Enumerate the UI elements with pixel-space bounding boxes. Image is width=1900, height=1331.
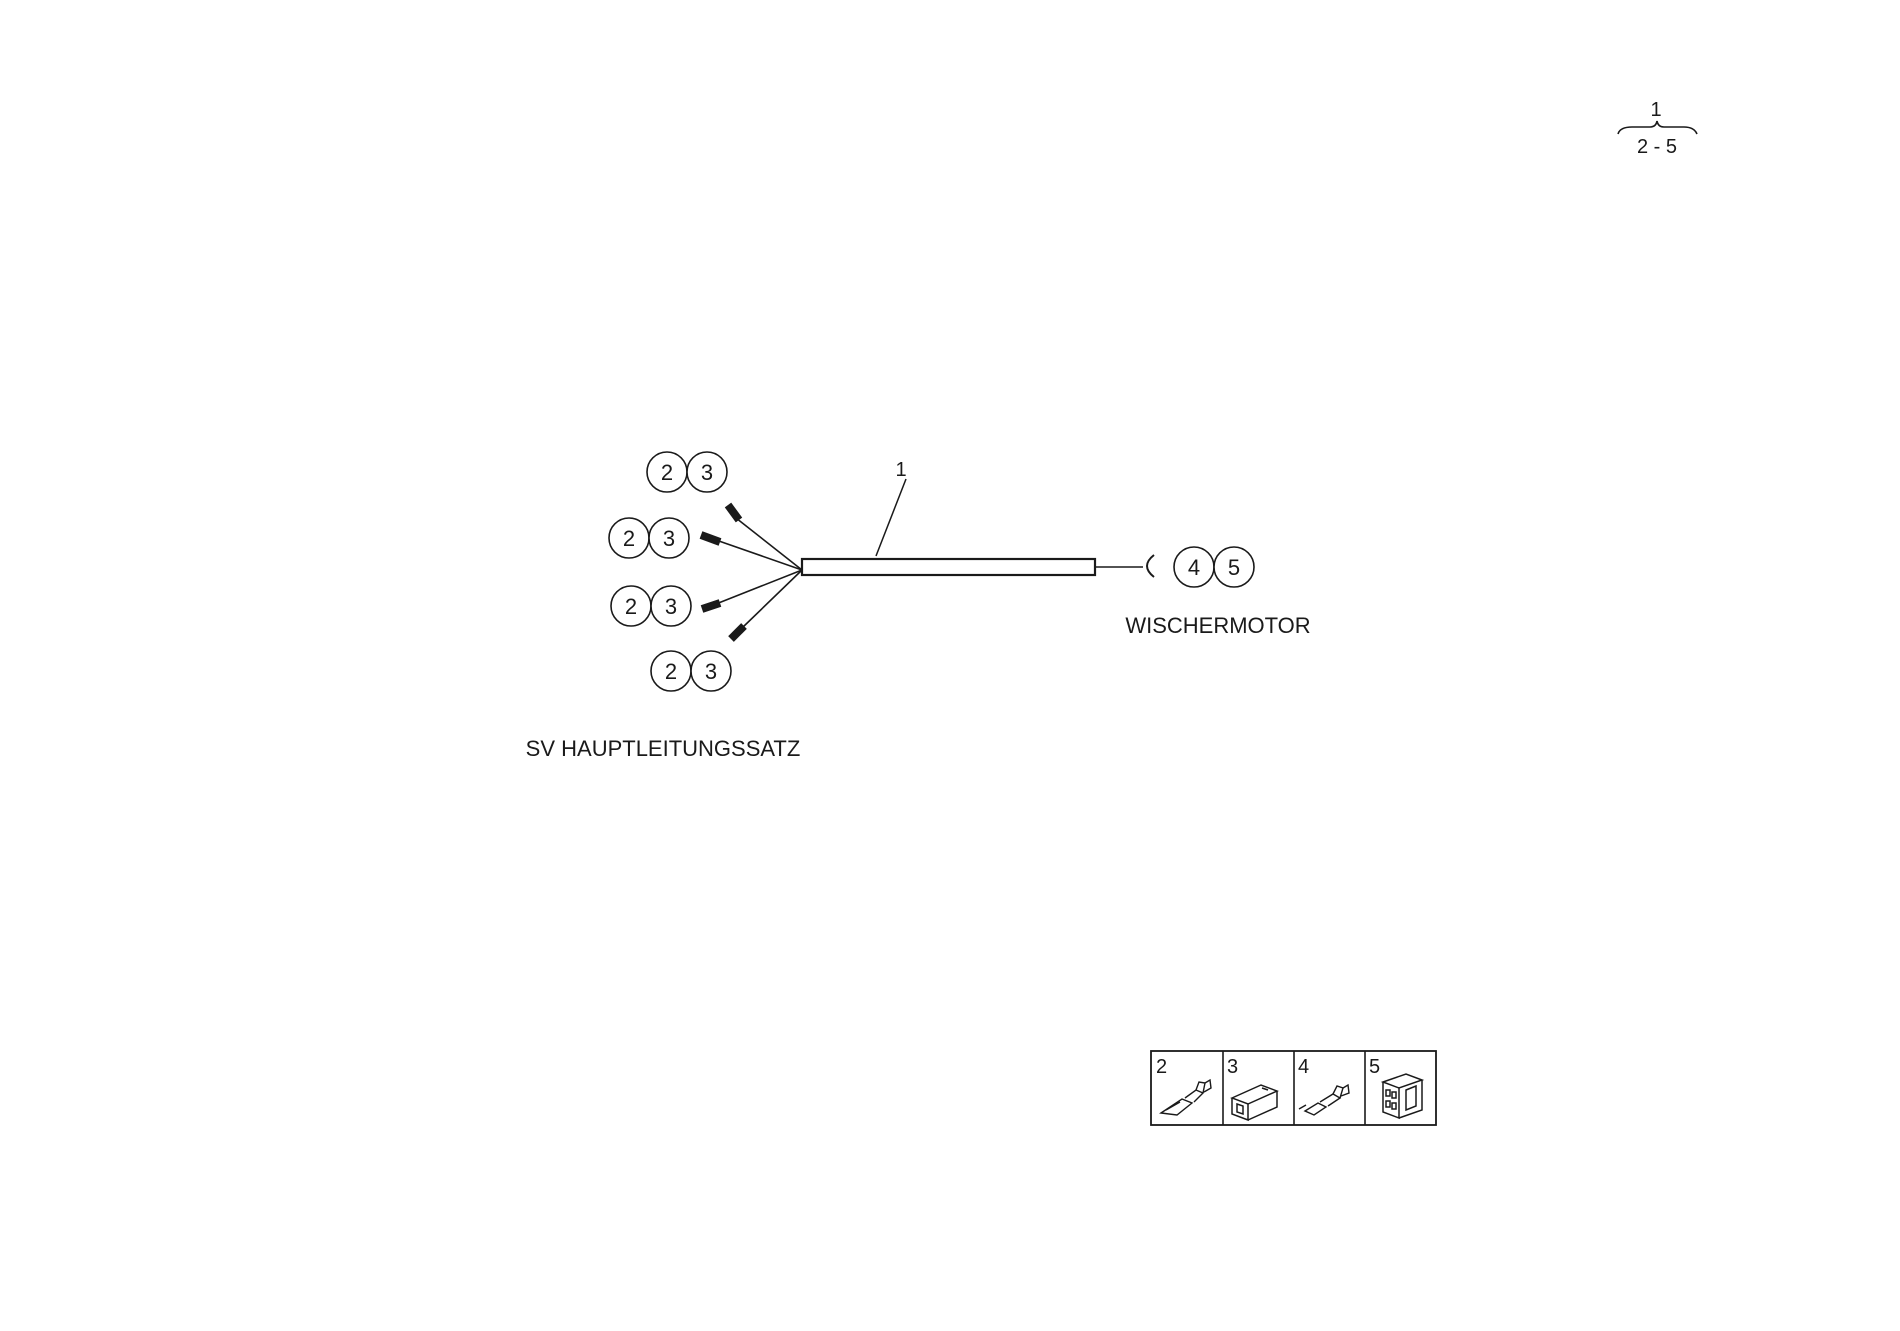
reference-top: 1 <box>1650 99 1661 121</box>
connector-housing-icon <box>1230 1084 1279 1122</box>
callout-number: 3 <box>665 594 677 619</box>
callout-pair: 2 3 <box>610 585 692 627</box>
callout-number: 2 <box>625 594 637 619</box>
callout-circle <box>690 650 732 692</box>
main-harness-label: SV HAUPTLEITUNGSSATZ <box>526 736 801 761</box>
callout-circle <box>650 585 692 627</box>
legend-cell: 4 <box>1298 1056 1350 1116</box>
reference-bottom: 2 - 5 <box>1637 136 1677 158</box>
legend-cell: 2 <box>1156 1056 1212 1116</box>
wire-terminal <box>700 599 722 613</box>
legend-number: 3 <box>1227 1056 1238 1078</box>
female-terminal-icon <box>1159 1078 1212 1116</box>
wire-terminal <box>728 623 747 642</box>
wire-harness: 1 <box>699 459 1155 642</box>
branch-wire <box>735 517 803 571</box>
callout-number: 3 <box>701 460 713 485</box>
left-callouts: 2 3 2 3 2 3 2 3 <box>608 451 732 692</box>
wire-terminal <box>724 502 743 523</box>
callout-pair: 2 3 <box>646 451 728 493</box>
branch-wire <box>741 569 803 629</box>
callout-number: 5 <box>1228 555 1240 580</box>
legend-number: 2 <box>1156 1056 1167 1078</box>
legend-number: 4 <box>1298 1056 1309 1078</box>
legend-cell: 3 <box>1227 1056 1279 1122</box>
callout-number: 2 <box>623 526 635 551</box>
sheet-reference: 1 2 - 5 <box>1617 99 1698 158</box>
legend-number: 5 <box>1369 1056 1380 1078</box>
callout-number: 4 <box>1188 555 1200 580</box>
callout-circle <box>686 451 728 493</box>
branch-wire <box>715 569 803 605</box>
wire-terminal <box>699 531 722 546</box>
callout-number: 3 <box>705 659 717 684</box>
callout-circle <box>1213 546 1255 588</box>
branch-wire <box>715 539 803 571</box>
reference-brace <box>1617 120 1698 135</box>
wiper-motor-label: WISCHERMOTOR <box>1125 613 1310 638</box>
male-terminal-icon <box>1298 1083 1350 1116</box>
item-number: 1 <box>895 459 906 481</box>
right-callout-pair: 4 5 <box>1173 546 1255 588</box>
motor-wire-end <box>1146 554 1155 578</box>
callout-number: 3 <box>663 526 675 551</box>
callout-number: 2 <box>665 659 677 684</box>
callout-pair: 2 3 <box>650 650 732 692</box>
multi-pin-connector-icon <box>1380 1073 1425 1120</box>
harness-sleeve <box>800 557 1097 577</box>
callout-pair: 2 3 <box>608 517 690 559</box>
item-leader-line <box>875 478 907 557</box>
callout-circle <box>648 517 690 559</box>
callout-number: 2 <box>661 460 673 485</box>
parts-legend: 2 3 4 <box>1150 1050 1437 1126</box>
legend-cell: 5 <box>1369 1056 1425 1120</box>
